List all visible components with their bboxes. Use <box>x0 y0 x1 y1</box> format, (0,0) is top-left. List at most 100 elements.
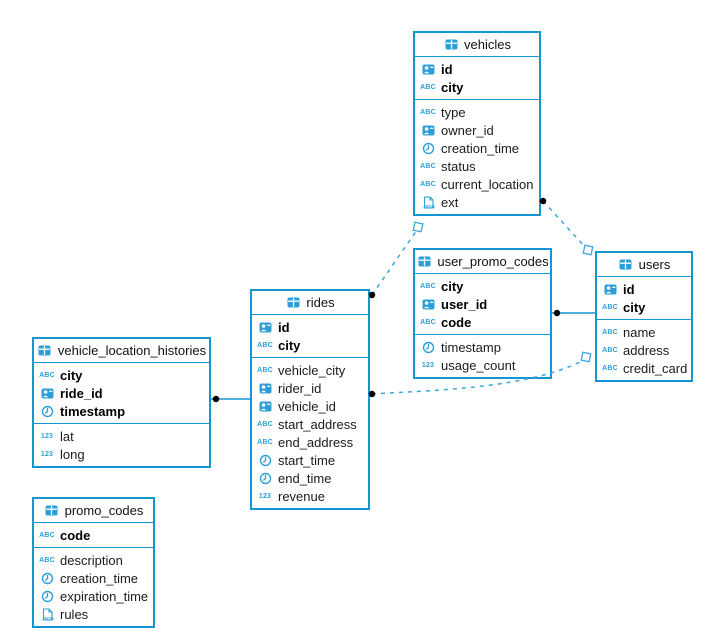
abc-icon: ABC <box>420 162 436 170</box>
column-name: owner_id <box>441 122 494 138</box>
relation-square-marker <box>412 221 424 233</box>
column-name: type <box>441 104 466 120</box>
column-row-creation_time[interactable]: creation_time <box>34 569 153 587</box>
table-name: rides <box>306 295 335 310</box>
abc-icon: ABC <box>257 438 273 446</box>
column-row-timestamp[interactable]: timestamp <box>415 338 550 356</box>
abc-icon: ABC <box>257 341 273 349</box>
column-name: city <box>278 337 301 353</box>
column-row-id[interactable]: id <box>252 318 368 336</box>
column-row-expiration_time[interactable]: expiration_time <box>34 587 153 605</box>
column-row-code[interactable]: ABC code <box>34 526 153 544</box>
column-row-rules[interactable]: JSON rules <box>34 605 153 623</box>
column-name: city <box>623 299 646 315</box>
column-name: creation_time <box>60 570 139 586</box>
column-row-address[interactable]: ABC address <box>597 341 691 359</box>
column-name: id <box>441 61 453 77</box>
column-row-vehicle_id[interactable]: vehicle_id <box>252 397 368 415</box>
svg-text:JSON: JSON <box>42 616 53 621</box>
column-name: code <box>441 314 472 330</box>
column-row-owner_id[interactable]: owner_id <box>415 121 539 139</box>
column-row-rider_id[interactable]: rider_id <box>252 379 368 397</box>
column-row-user_id[interactable]: user_id <box>415 295 550 313</box>
abc-icon: ABC <box>39 371 55 379</box>
abc-icon: ABC <box>39 556 55 564</box>
column-name: city <box>441 278 464 294</box>
column-row-end_time[interactable]: end_time <box>252 469 368 487</box>
table-header[interactable]: rides <box>252 291 368 315</box>
column-row-ride_id[interactable]: ride_id <box>34 384 209 402</box>
column-name: rules <box>60 606 89 622</box>
column-name: rider_id <box>278 380 322 396</box>
column-name: vehicle_id <box>278 398 336 414</box>
relation-line-rides-to-vehicles[interactable] <box>371 229 418 296</box>
123-icon: 123 <box>40 432 54 440</box>
abc-icon: ABC <box>602 364 618 372</box>
column-name: id <box>623 281 635 297</box>
column-row-timestamp[interactable]: timestamp <box>34 402 209 420</box>
table-header[interactable]: users <box>597 253 691 277</box>
column-row-city[interactable]: ABC city <box>252 336 368 354</box>
column-name: code <box>60 527 91 543</box>
column-row-start_time[interactable]: start_time <box>252 451 368 469</box>
123-icon: 123 <box>421 361 435 369</box>
table-name: users <box>638 257 671 272</box>
relation-line-vehicles-to-users[interactable] <box>542 200 587 249</box>
table-header[interactable]: user_promo_codes <box>415 250 550 274</box>
abc-icon: ABC <box>420 83 436 91</box>
column-row-id[interactable]: id <box>415 60 539 78</box>
abc-icon: ABC <box>257 420 273 428</box>
column-row-end_address[interactable]: ABC end_address <box>252 433 368 451</box>
column-name: address <box>623 342 670 358</box>
abc-icon: ABC <box>602 328 618 336</box>
column-row-id[interactable]: id <box>597 280 691 298</box>
clock-icon <box>257 472 273 485</box>
column-row-creation_time[interactable]: creation_time <box>415 139 539 157</box>
relation-square-marker <box>582 244 594 256</box>
column-name: timestamp <box>60 403 126 419</box>
table-icon <box>37 344 53 357</box>
column-name: end_address <box>278 434 354 450</box>
column-name: timestamp <box>441 339 501 355</box>
clock-icon <box>39 572 55 585</box>
table-name: user_promo_codes <box>437 254 549 269</box>
abc-icon: ABC <box>602 346 618 354</box>
column-name: expiration_time <box>60 588 149 604</box>
table-header[interactable]: vehicle_location_histories <box>34 339 209 363</box>
abc-icon: ABC <box>39 531 55 539</box>
table-header[interactable]: vehicles <box>415 33 539 57</box>
table-header[interactable]: promo_codes <box>34 499 153 523</box>
